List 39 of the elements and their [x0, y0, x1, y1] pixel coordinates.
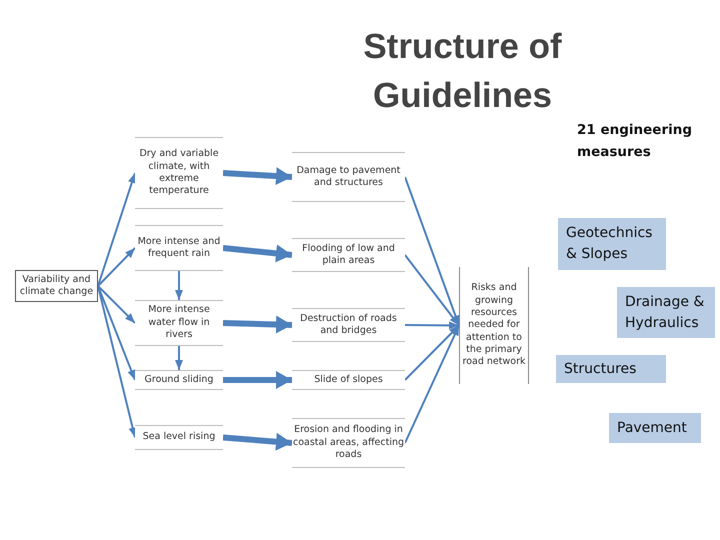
arrow	[404, 321, 460, 330]
node-text: Variability and climate change	[18, 274, 94, 298]
node-text: More intense water flow in rivers	[147, 304, 211, 342]
category-box	[617, 287, 715, 338]
arrow	[175, 271, 183, 300]
arrow	[223, 371, 292, 389]
node-text: Slide of slopes	[314, 374, 383, 386]
node-text: Flooding of low and plain areas	[301, 242, 396, 268]
arrow	[222, 244, 292, 262]
title: Structure of Guidelines	[362, 26, 563, 117]
node-text: More intense and frequent rain	[136, 236, 222, 260]
node-text: Risks and growing resources needed for attention to the primary road network	[462, 282, 526, 369]
node-text: Geotechnics & Slopes	[566, 224, 654, 264]
category-box	[609, 413, 701, 443]
node-text: Erosion and flooding in coastal areas, affecting roads	[292, 424, 405, 462]
category-box	[558, 218, 666, 270]
arrow	[222, 432, 292, 451]
note-label: 21 engineering measures	[577, 121, 694, 162]
node-text: Sea level rising	[142, 431, 216, 444]
arrow	[97, 285, 136, 324]
node-text: Ground sliding	[144, 374, 214, 386]
arrow	[404, 325, 460, 444]
node-text: Structures	[564, 360, 636, 378]
category-box	[556, 355, 666, 383]
arrow	[222, 316, 292, 334]
arrow	[175, 346, 183, 370]
process-box	[135, 425, 223, 450]
node-text: Destruction of roads and bridges	[299, 312, 398, 338]
arrow	[404, 254, 460, 326]
arrow	[222, 167, 292, 186]
node-text: Dry and variable climate, with extreme temperature	[138, 148, 220, 198]
node-text: Pavement	[617, 418, 687, 438]
arrow	[97, 247, 136, 287]
process-box	[135, 370, 223, 390]
arrow	[404, 176, 460, 326]
node-text: Damage to pavement and structures	[296, 164, 402, 190]
arrow	[97, 172, 136, 286]
node-text: Drainage & Hydraulics	[625, 292, 706, 332]
arrow	[404, 324, 460, 381]
